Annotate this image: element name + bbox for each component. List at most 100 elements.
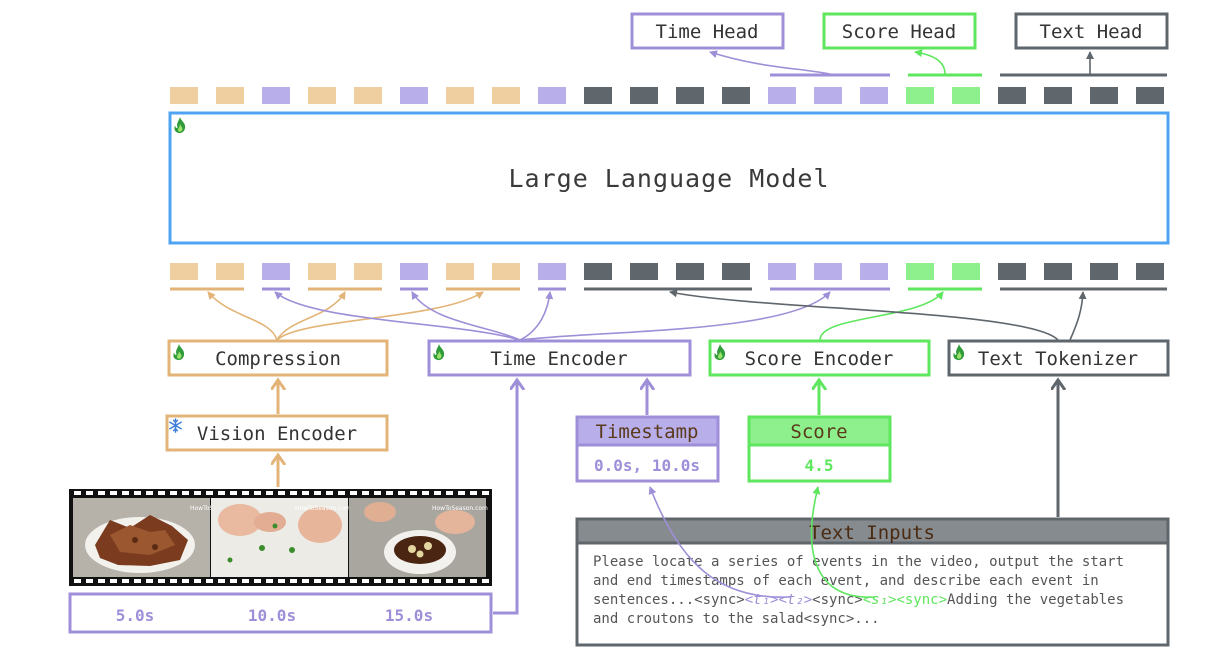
film-hole [482, 579, 489, 583]
output-token-time [400, 87, 428, 104]
film-hole [230, 579, 237, 583]
score-encoder-module: Score Encoder [708, 339, 931, 377]
film-hole [158, 579, 165, 583]
film-hole [338, 491, 345, 495]
output-token-vision [216, 87, 244, 104]
score-header: Score [790, 421, 847, 443]
prompt-text-vegetables: Adding the vegetables [947, 592, 1124, 608]
score-value: 4.5 [805, 456, 834, 475]
timestamp-input: Timestamp 0.0s, 10.0s [575, 415, 720, 483]
output-token-vision [354, 87, 382, 104]
output-token-text [1090, 87, 1118, 104]
film-hole [434, 491, 441, 495]
film-hole [314, 579, 321, 583]
video-watermark: HowToSeason.com [432, 505, 488, 512]
prompt-line-3: sentences...<sync><t₁><t₂><sync><s₁><syn… [593, 592, 1124, 608]
film-hole [122, 491, 129, 495]
film-hole [446, 491, 453, 495]
film-hole [98, 491, 105, 495]
output-token-text [630, 87, 658, 104]
prompt-sync-token: <sync> [812, 592, 863, 608]
input-token-vision [308, 263, 336, 280]
large-language-model: Large Language Model [168, 111, 1170, 245]
film-hole [314, 491, 321, 495]
time-head: Time Head [630, 12, 785, 50]
output-token-score [906, 87, 934, 104]
output-token-text [722, 87, 750, 104]
frame-times-to-time-encoder-arrow [493, 382, 517, 615]
film-hole [206, 579, 213, 583]
input-token-text [998, 263, 1026, 280]
score-head-label: Score Head [842, 21, 956, 43]
film-hole [242, 491, 249, 495]
film-hole [86, 579, 93, 583]
prompt-sync-token-green: <sync> [896, 592, 947, 608]
prompt-text-sentences: sentences...<sync> [593, 592, 745, 608]
output-token-time [768, 87, 796, 104]
film-hole [302, 491, 309, 495]
compression-module: Compression [167, 339, 389, 377]
prompt-line-4: and croutons to the salad<sync>... [593, 611, 880, 627]
video-frame-2: HowToSeason.com [211, 498, 351, 577]
film-hole [158, 491, 165, 495]
film-hole [326, 491, 333, 495]
film-hole [98, 579, 105, 583]
score-head: Score Head [822, 12, 977, 50]
film-hole [146, 579, 153, 583]
frame-time-1: 5.0s [116, 606, 155, 625]
film-hole [218, 491, 225, 495]
input-token-text [676, 263, 704, 280]
video-filmstrip: HowToSeason.com HowToSeason.com HowToSea… [69, 489, 492, 586]
film-hole [110, 579, 117, 583]
film-hole [470, 579, 477, 583]
time-token-link-arrow [648, 486, 791, 598]
film-hole [278, 491, 285, 495]
prompt-score-token: <s₁> [863, 592, 897, 608]
input-token-vision [354, 263, 382, 280]
output-token-text [584, 87, 612, 104]
input-token-time [262, 263, 290, 280]
score-encoder-to-tokens-arrow [819, 291, 944, 341]
text-tokenizer-label: Text Tokenizer [978, 348, 1138, 370]
video-watermark: HowToSeason.com [295, 505, 351, 512]
film-hole [362, 579, 369, 583]
film-hole [182, 579, 189, 583]
output-token-vision [170, 87, 198, 104]
vision-encoder-module: Vision Encoder [165, 414, 389, 452]
film-hole [110, 491, 117, 495]
film-hole [470, 491, 477, 495]
input-token-vision [170, 263, 198, 280]
film-hole [254, 579, 261, 583]
film-hole [398, 579, 405, 583]
film-hole [458, 579, 465, 583]
output-token-text [998, 87, 1026, 104]
film-hole [422, 579, 429, 583]
film-hole [446, 579, 453, 583]
text-head: Text Head [1014, 12, 1169, 50]
input-token-text [584, 263, 612, 280]
film-hole [206, 491, 213, 495]
text-tokenizer-module: Text Tokenizer [947, 339, 1170, 377]
output-token-text [676, 87, 704, 104]
input-token-time [768, 263, 796, 280]
input-token-vision [446, 263, 474, 280]
film-hole [386, 579, 393, 583]
film-hole [278, 579, 285, 583]
output-token-time [262, 87, 290, 104]
film-hole [134, 579, 141, 583]
input-token-time [400, 263, 428, 280]
llm-input-tokens [170, 263, 1164, 280]
time-encoder-module: Time Encoder [427, 339, 692, 377]
input-token-text [1044, 263, 1072, 280]
output-token-time [538, 87, 566, 104]
score-head-arrow [914, 49, 946, 75]
film-hole [74, 491, 81, 495]
film-hole [386, 491, 393, 495]
film-hole [326, 579, 333, 583]
timestamp-value: 0.0s, 10.0s [594, 456, 700, 475]
time-encoder-label: Time Encoder [490, 348, 627, 370]
output-token-vision [308, 87, 336, 104]
vision-encoder-label: Vision Encoder [197, 423, 357, 445]
timestamp-header: Timestamp [596, 421, 699, 443]
